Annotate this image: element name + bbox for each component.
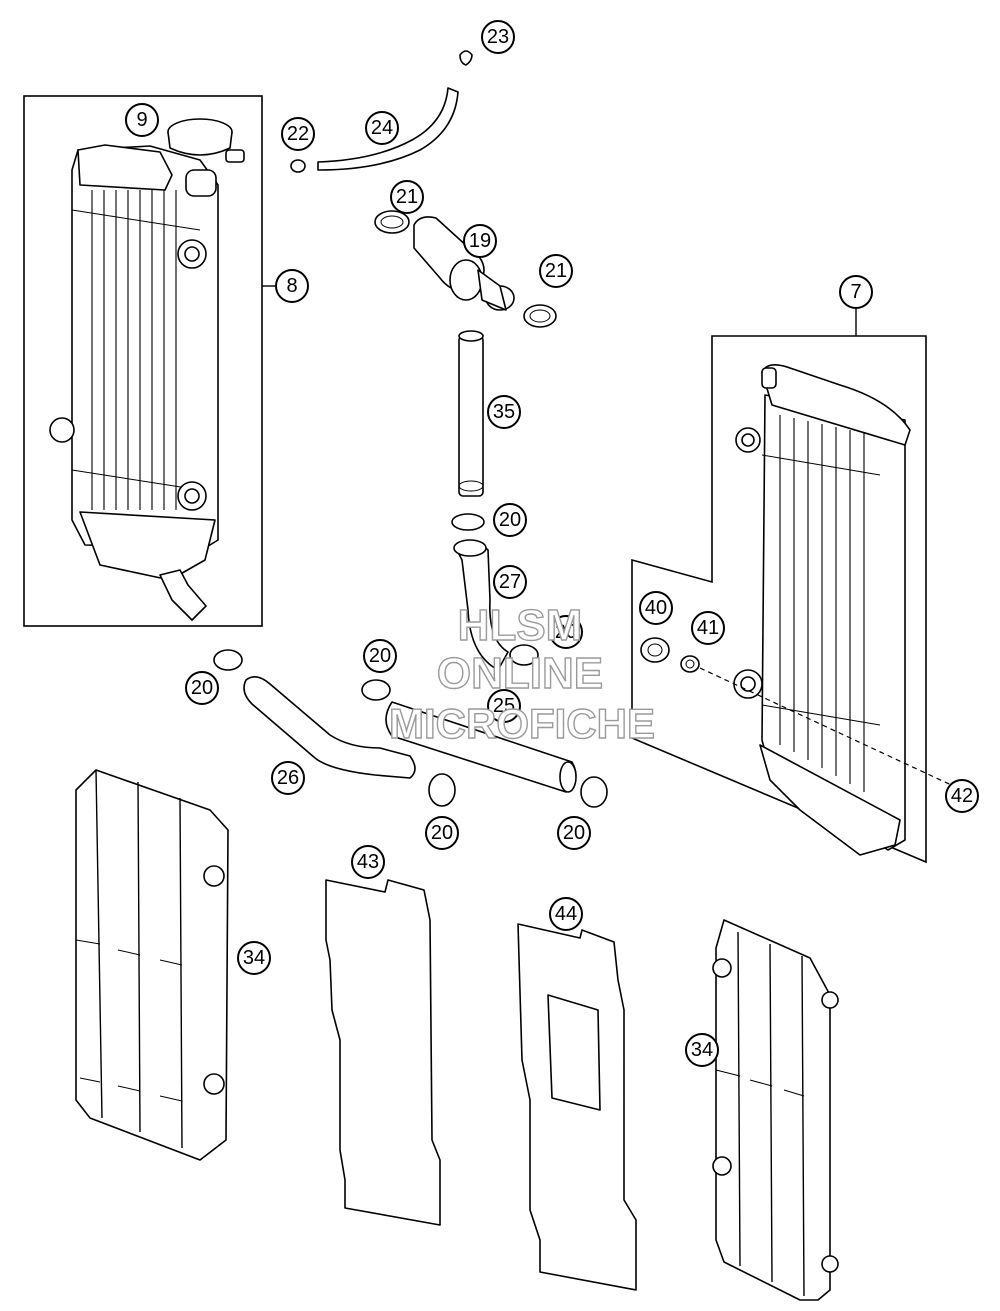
left-radiator-group [23,95,276,627]
hose-clamp-left[interactable] [213,649,243,671]
left-radiator-louver[interactable] [75,769,229,1161]
svg-text:43: 43 [357,851,379,873]
callout-21a[interactable]: 21 [390,180,424,214]
callout-43[interactable]: 43 [351,845,385,879]
hose-clamp-pipe[interactable] [451,513,485,531]
hose-clamp-upper-right[interactable] [523,304,557,328]
callout-27[interactable]: 27 [493,565,527,599]
svg-text:20: 20 [563,822,585,844]
right-radiator-group [631,306,973,864]
svg-text:8: 8 [286,275,297,297]
svg-text:44: 44 [555,903,577,925]
left-radiator-guard-plate[interactable] [325,879,441,1226]
hose-clamp-center-left[interactable] [361,679,391,701]
svg-text:20: 20 [431,822,453,844]
callout-34b[interactable]: 34 [685,1033,719,1067]
hose-clamp-mid-lower[interactable] [428,773,456,807]
svg-text:40: 40 [645,597,667,619]
svg-text:20: 20 [369,645,391,667]
thermostat-housing[interactable] [413,216,515,311]
callout-34a[interactable]: 34 [237,941,271,975]
svg-text:19: 19 [469,230,491,252]
callout-23[interactable]: 23 [481,20,515,54]
svg-text:22: 22 [287,123,309,145]
watermark: HLSM ONLINE MICROFICHE [388,600,655,747]
radiator-cap[interactable] [167,118,245,163]
callout-20c[interactable]: 20 [363,639,397,673]
bolt-axis [699,667,963,791]
callout-8[interactable]: 8 [275,269,309,303]
overflow-hose[interactable] [317,87,459,171]
svg-text:35: 35 [493,401,515,423]
overflow-hose-clip[interactable] [459,50,473,66]
svg-text:41: 41 [697,617,719,639]
right-radiator-frame [631,335,927,864]
callout-42[interactable]: 42 [945,779,979,813]
svg-text:26: 26 [277,767,299,789]
svg-text:20: 20 [191,677,213,699]
svg-text:23: 23 [487,26,509,48]
callout-25[interactable]: 25 [487,689,521,723]
svg-text:7: 7 [850,281,861,303]
lower-center-hose[interactable] [385,701,577,793]
elbow-hose[interactable] [453,539,509,671]
callout-35[interactable]: 35 [487,395,521,429]
callout-20f[interactable]: 20 [557,816,591,850]
callout-20e[interactable]: 20 [425,816,459,850]
svg-text:42: 42 [951,785,973,807]
callout-22[interactable]: 22 [281,117,315,151]
svg-text:9: 9 [136,109,147,131]
right-radiator-louver[interactable] [712,919,839,1301]
callout-9[interactable]: 9 [125,103,159,137]
svg-text:27: 27 [499,571,521,593]
lower-left-hose[interactable] [243,676,416,779]
hose-clip-small[interactable] [290,159,306,173]
callout-20b[interactable]: 20 [549,615,583,649]
callout-20a[interactable]: 20 [493,503,527,537]
callout-44[interactable]: 44 [549,897,583,931]
right-radiator[interactable] [733,364,911,856]
connecting-pipe[interactable] [458,330,484,497]
svg-text:34: 34 [691,1039,713,1061]
hose-clamp-elbow[interactable] [509,644,539,666]
callout-26[interactable]: 26 [271,761,305,795]
svg-text:21: 21 [545,260,567,282]
hose-clamp-upper-left[interactable] [374,210,410,234]
callout-19[interactable]: 19 [463,224,497,258]
svg-text:21: 21 [396,186,418,208]
svg-text:25: 25 [493,695,515,717]
hose-clamp-right-lower[interactable] [580,776,608,808]
right-radiator-guard-plate[interactable] [517,923,637,1291]
rubber-grommet[interactable] [640,637,670,663]
washer[interactable] [680,655,700,673]
watermark-line-2: ONLINE [437,649,603,698]
watermark-line-3: MICROFICHE [389,700,655,747]
callout-24[interactable]: 24 [365,111,399,145]
left-radiator-frame [23,95,263,627]
svg-text:20: 20 [499,509,521,531]
svg-text:24: 24 [371,117,393,139]
svg-text:34: 34 [243,947,265,969]
callout-7[interactable]: 7 [839,275,873,309]
watermark-line-1: HLSM [458,601,583,650]
callout-40[interactable]: 40 [639,591,673,625]
svg-text:20: 20 [555,621,577,643]
callout-21b[interactable]: 21 [539,254,573,288]
left-radiator[interactable] [49,144,219,621]
callout-41[interactable]: 41 [691,611,725,645]
callout-20d[interactable]: 20 [185,671,219,705]
